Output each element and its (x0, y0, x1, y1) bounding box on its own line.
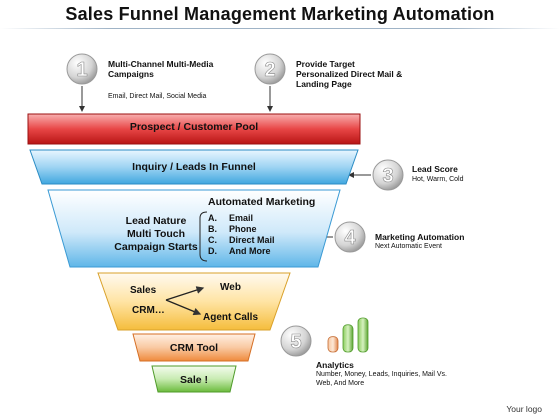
step-2-title: Provide Target Personalized Direct Mail … (296, 59, 403, 89)
sale-label: Sale ! (179, 374, 208, 386)
list-item: D. And More (208, 246, 271, 256)
step-5-detail: Number, Money, Leads, Inquiries, Mail Vs… (316, 371, 447, 387)
step-3-icon: 3 (372, 159, 404, 191)
step-3-title: Lead Score (412, 164, 458, 174)
step-5-icon: 5 (280, 325, 312, 357)
analytics-bar-chart-icon (327, 317, 369, 353)
step-1-title: Multi-Channel Multi-Media Campaigns (108, 59, 214, 79)
stage-prospect (27, 113, 361, 145)
step-4-detail: Next Automatic Event (375, 243, 442, 250)
crm-tool-label: CRM Tool (169, 342, 219, 354)
agent-calls-label: Agent Calls (203, 312, 259, 323)
nurture-label: Lead Nature Multi Touch Campaign Starts (114, 215, 198, 253)
step-1-icon: 1 (66, 53, 98, 85)
step-4-title: Marketing Automation (375, 232, 465, 242)
step-3-detail: Hot, Warm, Cold (412, 176, 464, 183)
list-bracket (199, 211, 208, 262)
crm-dots-label: CRM… (132, 305, 165, 316)
prospect-label: Prospect / Customer Pool (129, 121, 259, 133)
web-label: Web (220, 282, 241, 293)
step-1-detail: Email, Direct Mail, Social Media (108, 93, 207, 100)
logo-placeholder: Your logo (506, 404, 542, 414)
analytics-bar (327, 336, 339, 353)
stage-sales (97, 272, 291, 331)
list-item: A. Email (208, 213, 254, 223)
title-divider (0, 28, 560, 29)
stage-nurture (47, 189, 341, 268)
automated-marketing-list: A. Email B. Phone C. Direct Mail D. And … (208, 213, 275, 257)
sales-label: Sales (130, 285, 157, 296)
svg-text:5: 5 (290, 331, 301, 353)
list-item: C. Direct Mail (208, 235, 275, 245)
stage-inquiry (29, 149, 359, 185)
svg-text:3: 3 (382, 165, 393, 187)
svg-text:1: 1 (76, 59, 87, 81)
stage-crm-tool (132, 333, 256, 362)
arrow-to-agent-calls (165, 299, 202, 316)
arrow-to-web (165, 286, 205, 301)
automated-marketing-title: Automated Marketing (208, 196, 316, 208)
analytics-bar (357, 317, 369, 353)
page-title: Sales Funnel Management Marketing Automa… (65, 4, 495, 24)
inquiry-label: Inquiry / Leads In Funnel (132, 161, 256, 173)
stage-sale (151, 365, 237, 393)
list-item: B. Phone (208, 224, 257, 234)
analytics-bar (342, 324, 354, 353)
svg-text:4: 4 (344, 227, 356, 249)
svg-text:2: 2 (264, 59, 275, 81)
step-4-icon: 4 (334, 221, 366, 253)
step-2-icon: 2 (254, 53, 286, 85)
step-5-title: Analytics (316, 360, 354, 370)
